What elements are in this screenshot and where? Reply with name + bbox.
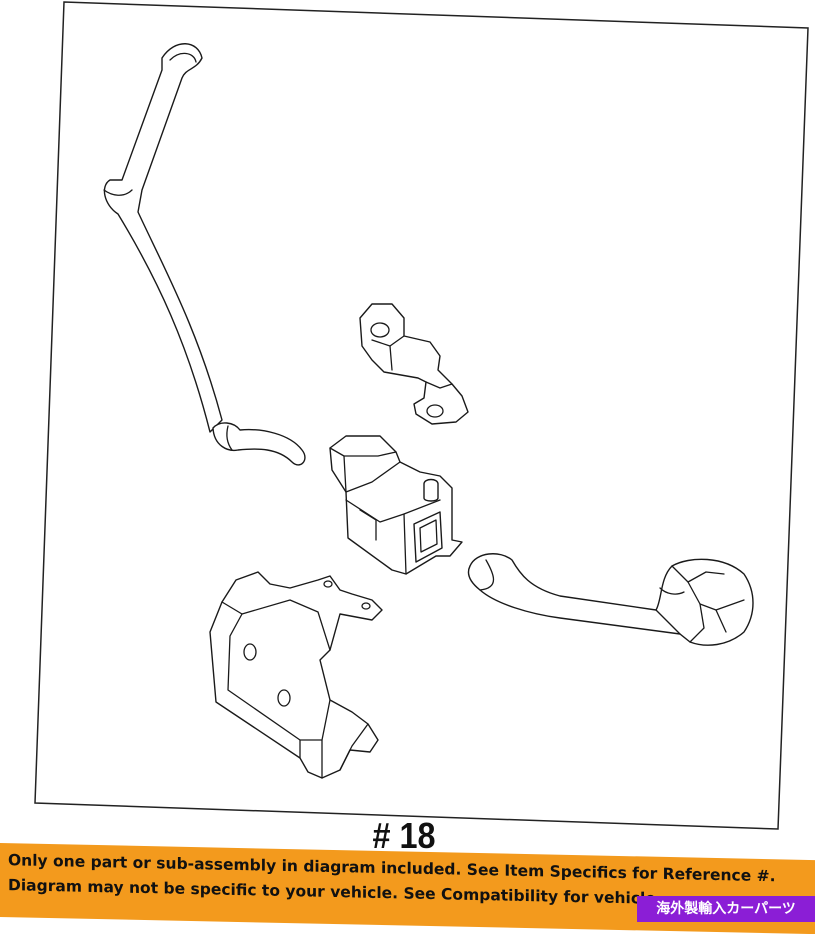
- diagram-canvas: [34, 1, 809, 830]
- upper-hose: [103, 43, 306, 466]
- notice-line-2: Diagram may not be specific to your vehi…: [8, 876, 656, 908]
- lower-right-hose: [467, 553, 754, 646]
- part-number-label: # 18: [372, 815, 436, 856]
- control-module: [329, 435, 463, 575]
- parts-diagram: [34, 1, 809, 830]
- upper-bracket: [359, 303, 469, 425]
- shop-tag-badge: 海外製輸入カーパーツ: [637, 896, 815, 922]
- lower-bracket: [209, 571, 383, 779]
